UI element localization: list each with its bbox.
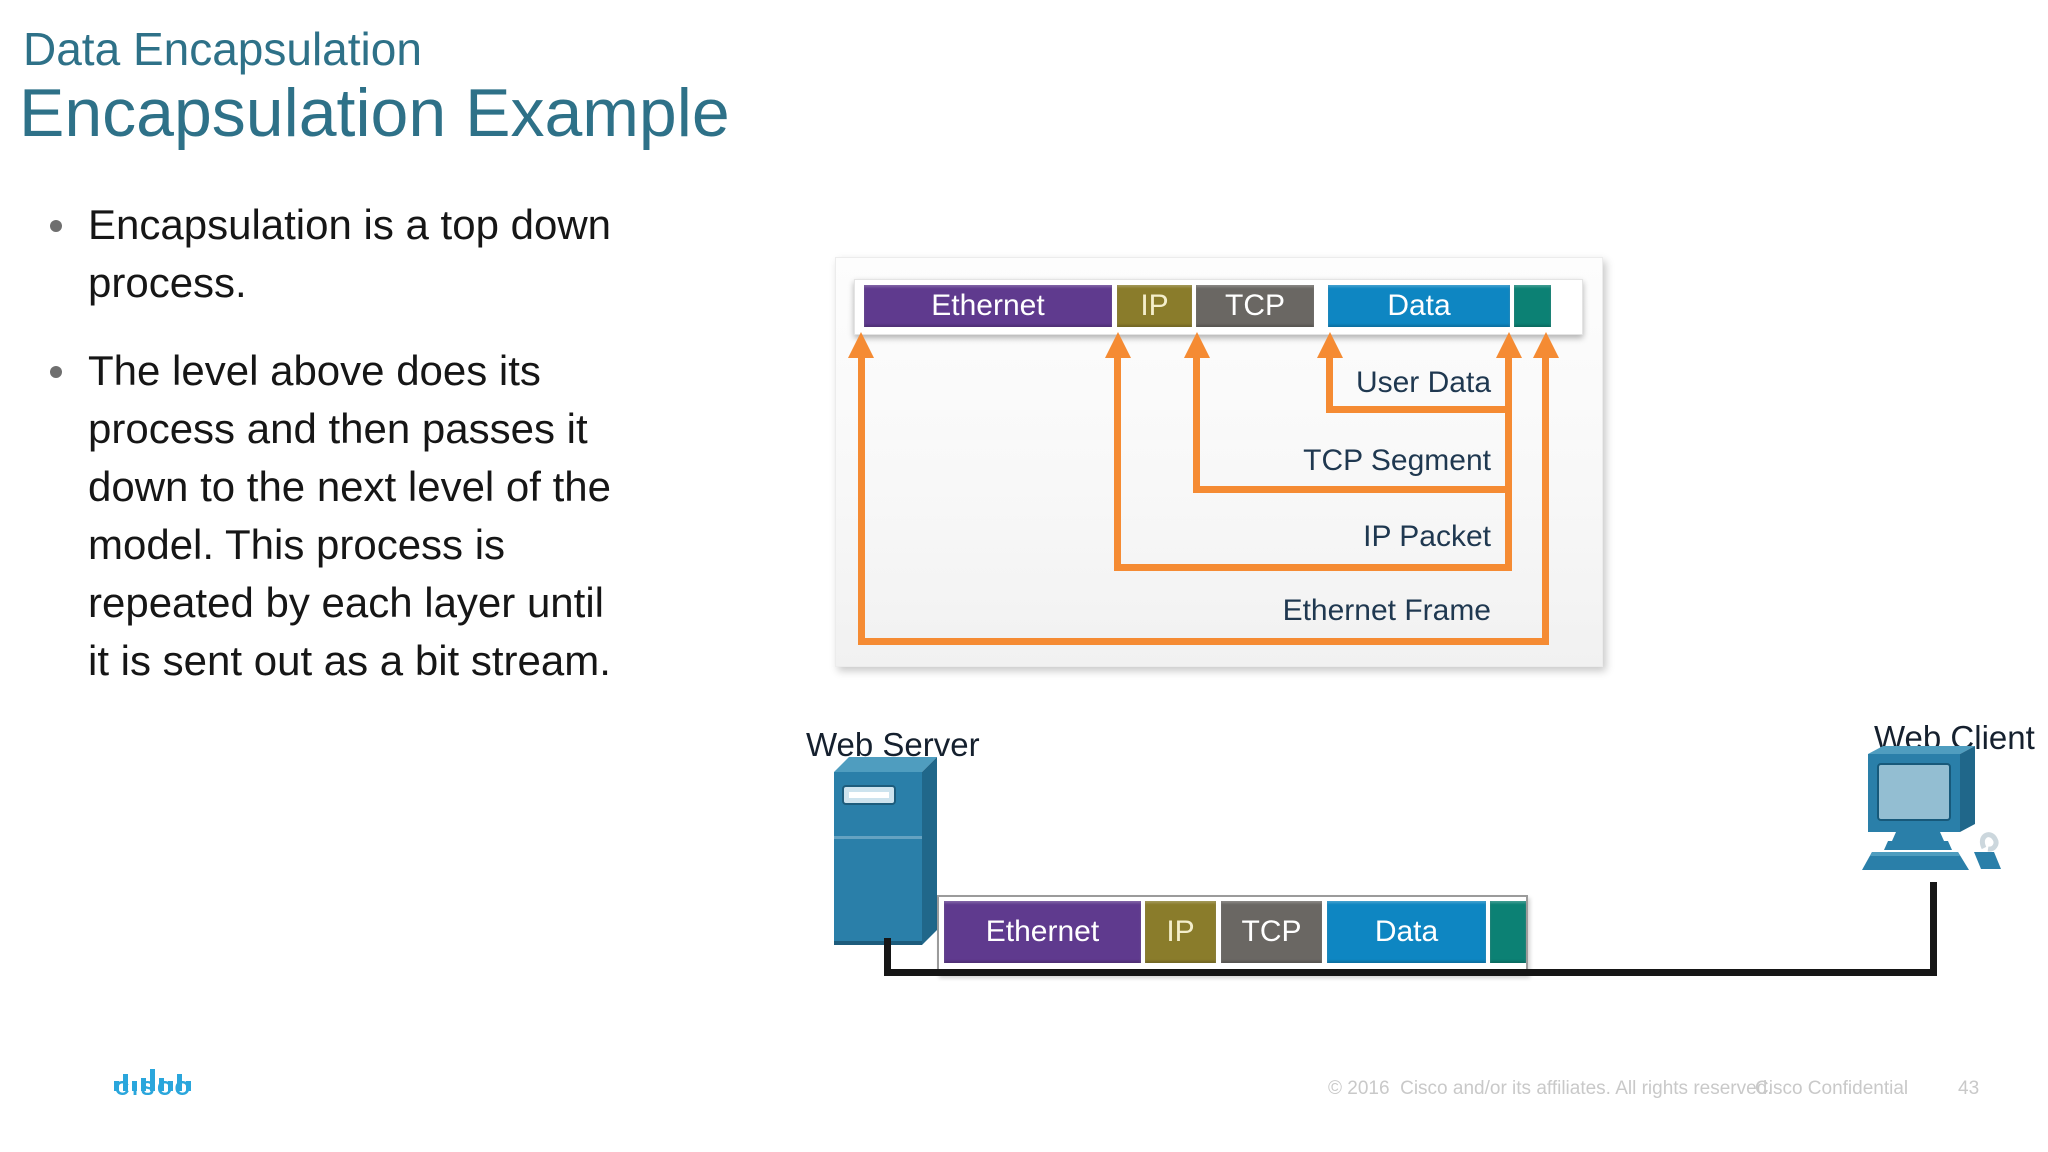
pdu-label-ip-packet: IP Packet [1363,520,1491,553]
page-title: Encapsulation Example [19,75,730,151]
segment-trailer [1490,901,1526,963]
ip-packet-bracket-line [1114,564,1512,571]
web-server-icon [834,757,937,945]
cisco-logo-icon [114,1069,191,1091]
shared-right-bracket-line [1505,356,1512,571]
segment-label: IP [1166,915,1195,948]
ethernet-frame-bracket-line [858,356,865,645]
segment-tcp: TCP [1196,285,1314,327]
arrow-up-icon [1105,332,1131,358]
bullet-icon [50,220,62,232]
pdu-label-tcp-segment: TCP Segment [1303,444,1491,477]
segment-label: Data [1374,915,1439,948]
web-client-icon [1862,746,2001,870]
pdu-bar: Ethernet IP TCP Data [854,279,1583,335]
bullet-text: Encapsulation is a top down process. [88,201,612,306]
bullet-icon [50,366,62,378]
encapsulation-diagram: Ethernet IP TCP Data User Data TCP Segme… [835,257,1603,667]
user-data-bracket-line [1326,356,1333,413]
segment-label: Ethernet [985,915,1100,948]
ip-packet-bracket-line [1114,356,1121,571]
bullet-item: Encapsulation is a top down process. [44,196,704,312]
footer-copyright: © 2016 Cisco and/or its affiliates. All … [1328,1078,1773,1099]
bullet-text: The level above does its process and the… [88,347,612,684]
pdu-label-user-data: User Data [1355,366,1491,399]
segment-label: IP [1140,289,1169,322]
segment-data: Data [1327,901,1486,963]
arrow-up-icon [1496,332,1522,358]
user-data-bracket-line [1326,406,1512,413]
arrow-up-icon [1317,332,1343,358]
arrow-up-icon [1533,332,1559,358]
segment-trailer [1514,285,1551,327]
tcp-segment-bracket-line [1193,356,1200,493]
ethernet-frame-bracket-line [1542,356,1549,645]
segment-label: Data [1387,289,1451,322]
cisco-logo-text: CISCO [114,1078,194,1100]
slide-kicker: Data Encapsulation [23,23,422,75]
segment-label: TCP [1225,289,1285,322]
segment-label: Ethernet [931,289,1045,322]
pdu-label-ethernet-frame: Ethernet Frame [1282,594,1491,627]
segment-tcp: TCP [1221,901,1322,963]
network-cable [1930,882,1937,976]
segment-ethernet: Ethernet [864,285,1112,327]
segment-ip: IP [1145,901,1216,963]
web-server-label: Web Server [806,726,980,763]
tcp-segment-bracket-line [1193,486,1512,493]
segment-label: TCP [1241,915,1302,948]
arrow-up-icon [1184,332,1210,358]
bullet-list: Encapsulation is a top down process. The… [44,196,704,720]
segment-ip: IP [1117,285,1192,327]
ethernet-frame-bracket-line [858,638,1549,645]
footer-page-number: 43 [1958,1078,1980,1099]
segment-data: Data [1328,285,1510,327]
network-cable [884,938,891,976]
bullet-item: The level above does its process and the… [44,342,704,690]
segment-ethernet: Ethernet [944,901,1141,963]
network-cable [884,969,1937,976]
frame-bar: Ethernet IP TCP Data [937,895,1528,975]
arrow-up-icon [848,332,874,358]
footer-confidential: Cisco Confidential [1755,1078,1909,1099]
